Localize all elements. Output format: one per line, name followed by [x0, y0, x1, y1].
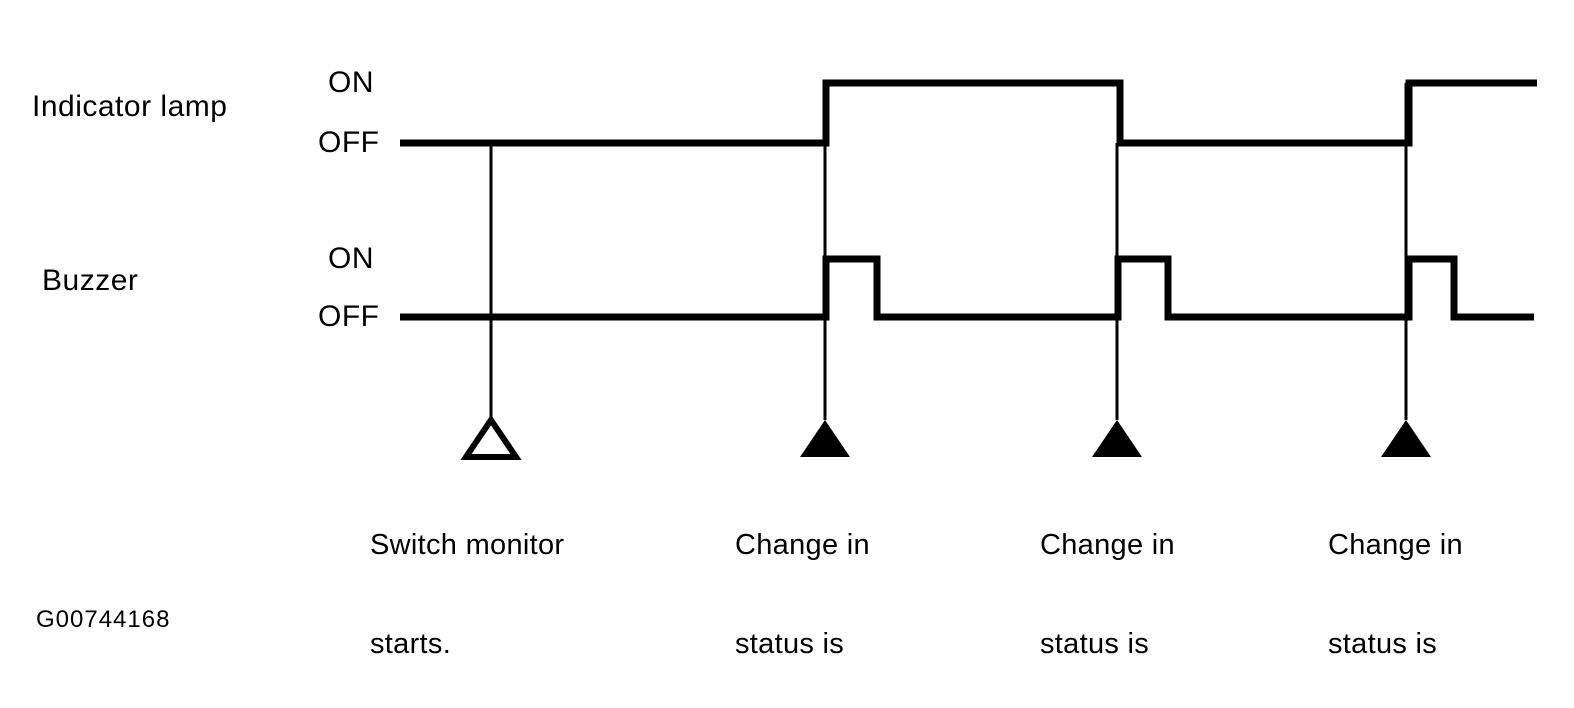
indicator-lamp-off-label: OFF	[318, 126, 380, 159]
caption-line: status is	[1040, 628, 1150, 660]
caption-line: starts.	[370, 628, 452, 660]
buzzer-off-label: OFF	[318, 300, 380, 333]
caption-line: Switch monitor	[370, 529, 565, 561]
solid-triangle-icon-3	[1381, 420, 1431, 457]
figure-id-code: G00744168	[36, 606, 171, 633]
caption-line: Change in	[1040, 529, 1175, 561]
caption-line: Change in	[1328, 529, 1463, 561]
marker-caption-status-change-2: Change in status is detected.	[1040, 473, 1175, 708]
indicator-lamp-on-label: ON	[328, 66, 374, 99]
signal-label-buzzer: Buzzer	[42, 264, 139, 297]
caption-line: Change in	[735, 529, 870, 561]
solid-triangle-icon-2	[1092, 420, 1142, 457]
buzzer-on-label: ON	[328, 242, 374, 275]
indicator-lamp-waveform	[400, 79, 1537, 147]
caption-line: status is	[735, 628, 845, 660]
buzzer-waveform	[400, 255, 1534, 321]
caption-line: status is	[1328, 628, 1438, 660]
marker-caption-status-change-3: Change in status is detected.	[1328, 473, 1463, 708]
signal-label-indicator-lamp: Indicator lamp	[32, 90, 228, 123]
marker-caption-switch-monitor-start: Switch monitor starts.	[370, 473, 564, 708]
hollow-triangle-icon	[460, 414, 522, 460]
marker-caption-status-change-1: Change in status is detected.	[735, 473, 870, 708]
solid-triangle-icon-1	[800, 420, 850, 457]
